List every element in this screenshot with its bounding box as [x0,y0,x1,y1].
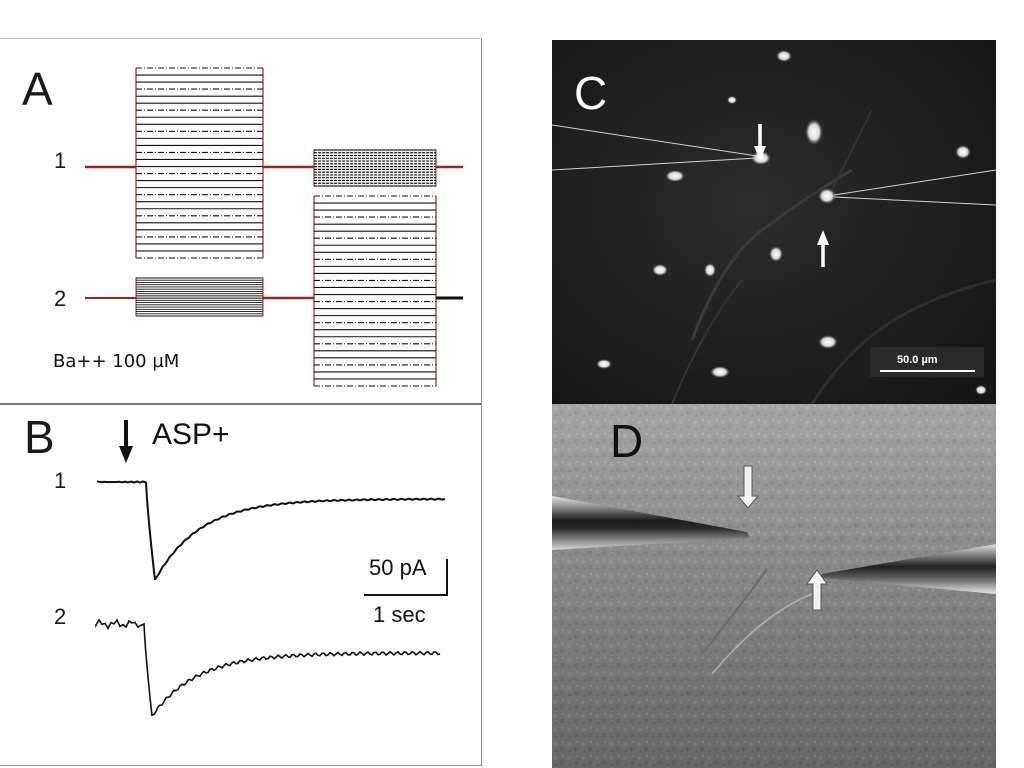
panel-a-label: A [22,63,53,115]
panel-a-row-2-label: 2 [54,286,67,311]
panel-a-row-1-label: 1 [54,148,67,173]
recording-pipette-left [552,496,750,550]
dic-micrograph: D [552,404,996,768]
down-arrow-icon [736,465,760,509]
panel-c-label: C [574,67,608,119]
recording-pipette-right [833,169,997,196]
current-scale-label: 50 pA [369,555,427,580]
barium-label: Ba++ 100 µM [53,351,180,372]
time-scale-label: 1 sec [373,602,426,627]
panel-d-label: D [610,415,644,467]
panel-b-label: B [24,411,55,463]
asp-response-trace-1 [97,480,446,581]
panel-divider [0,403,482,405]
up-arrow-icon [817,230,829,267]
asp-stimulus-label: ASP+ [152,418,230,451]
left-figure-frame [0,38,482,766]
asp-response-trace-2 [95,618,441,717]
recording-pipette-left [551,124,758,157]
down-arrow-head [119,446,133,463]
down-arrow-icon [754,124,766,161]
panel-b-row-2-label: 2 [54,604,67,629]
scale-bar [364,559,448,596]
panel-b-row-1-label: 1 [54,468,67,493]
up-arrow-icon [806,569,828,611]
scale-bar-label: 50.0 µm [897,354,938,366]
fluorescence-micrograph: C 50.0 µm [551,40,997,405]
recording-pipette-right [820,544,996,594]
